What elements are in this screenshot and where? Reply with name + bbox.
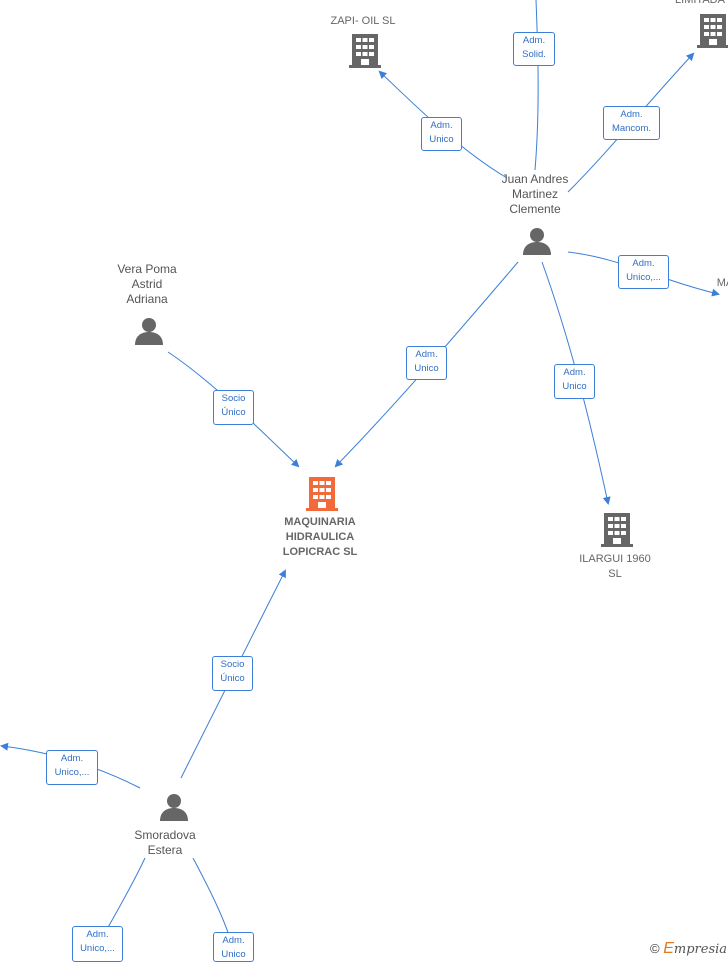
relation-line: Unico: [221, 949, 246, 960]
company-label-zapi[interactable]: ZAPI- OIL SL: [330, 15, 396, 27]
building-icon[interactable]: [601, 513, 633, 547]
relation-line: Adm.: [60, 753, 84, 764]
relation-badge-adm-unico-zapi[interactable]: Adm. Unico: [421, 117, 462, 151]
company-name-line: HIDRAULICA: [285, 531, 355, 543]
person-name-line: Adriana: [126, 292, 168, 306]
main-company-label[interactable]: MAQUINARIA HIDRAULICA LOPICRAC SL: [283, 515, 358, 560]
relation-line: Adm.: [86, 929, 109, 940]
relation-badge-adm-unico-main[interactable]: Adm. Unico: [406, 346, 447, 380]
person-name-line: Vera Poma: [117, 262, 177, 276]
relation-line: Unico: [414, 363, 439, 374]
company-name-line: MAQUINARIA: [284, 516, 356, 528]
person-icon[interactable]: [523, 227, 551, 255]
person-name-line: Martinez: [511, 187, 558, 201]
relation-line: Único: [220, 673, 245, 684]
person-name-line: Juan Andres: [501, 172, 569, 186]
person-label-juan[interactable]: Juan Andres Martinez Clemente: [502, 172, 569, 217]
person-name-line: Smoradova: [134, 828, 196, 842]
relation-line: Unico,...: [626, 272, 661, 283]
relation-line: Mancom.: [611, 123, 652, 134]
relation-line: Solid.: [522, 49, 546, 60]
relation-badge-adm-unico-bottom-left[interactable]: Adm. Unico,...: [72, 926, 123, 962]
relation-line: Adm.: [620, 109, 643, 120]
relation-line: Unico: [429, 134, 454, 145]
relation-line: Socio: [221, 393, 246, 404]
relation-badge-adm-unico-ma[interactable]: Adm. Unico,...: [618, 255, 669, 289]
person-label-vera[interactable]: Vera Poma Astrid Adriana: [117, 262, 176, 307]
relation-line: Adm.: [415, 349, 438, 360]
relation-badge-adm-unico-left[interactable]: Adm. Unico,...: [46, 750, 98, 785]
company-label-limitada[interactable]: LIMITADA: [675, 0, 725, 6]
relation-line: Adm.: [430, 120, 453, 131]
relation-line: Socio: [220, 659, 245, 670]
relation-badge-socio-unico-vera[interactable]: Socio Único: [213, 390, 254, 425]
building-icon[interactable]: [349, 34, 381, 68]
person-icon[interactable]: [135, 317, 163, 345]
relation-line: Adm.: [522, 35, 546, 46]
relation-badge-socio-unico-smoradova[interactable]: Socio Único: [212, 656, 253, 691]
brand-initial: E: [663, 940, 674, 957]
person-name-line: Clemente: [509, 202, 561, 216]
relation-badge-adm-unico-ilargui[interactable]: Adm. Unico: [554, 364, 595, 399]
relation-badge-adm-unico-bottom[interactable]: Adm. Unico: [213, 932, 254, 962]
footer-brand: © Empresia: [650, 940, 727, 958]
building-icon-main[interactable]: [306, 477, 338, 511]
company-label-ma[interactable]: MA: [716, 277, 728, 289]
building-icon[interactable]: [697, 14, 728, 48]
person-name-line: Estera: [147, 843, 183, 857]
edge-juan-to-top: [534, 0, 539, 171]
company-name-line: LOPICRAC SL: [282, 546, 358, 558]
relation-badge-adm-mancom[interactable]: Adm. Mancom.: [603, 106, 660, 140]
company-name-line: ILARGUI 1960: [579, 553, 651, 565]
company-label-ilargui[interactable]: ILARGUI 1960 SL: [579, 552, 651, 582]
relation-line: Unico,...: [80, 943, 115, 954]
relation-line: Adm.: [632, 258, 655, 269]
relation-line: Adm.: [563, 367, 586, 378]
relation-badge-adm-solid[interactable]: Adm. Solid.: [513, 32, 555, 66]
person-label-smoradova[interactable]: Smoradova Estera: [134, 828, 195, 858]
relation-line: Unico: [562, 381, 587, 392]
company-name-line: SL: [608, 568, 622, 580]
copyright-symbol: ©: [650, 941, 660, 956]
brand-name: mpresia: [673, 942, 728, 957]
relation-line: Único: [221, 407, 246, 418]
relation-line: Adm.: [222, 935, 245, 946]
person-name-line: Astrid: [131, 277, 163, 291]
person-icon[interactable]: [160, 793, 188, 821]
relation-line: Unico,...: [54, 767, 90, 778]
